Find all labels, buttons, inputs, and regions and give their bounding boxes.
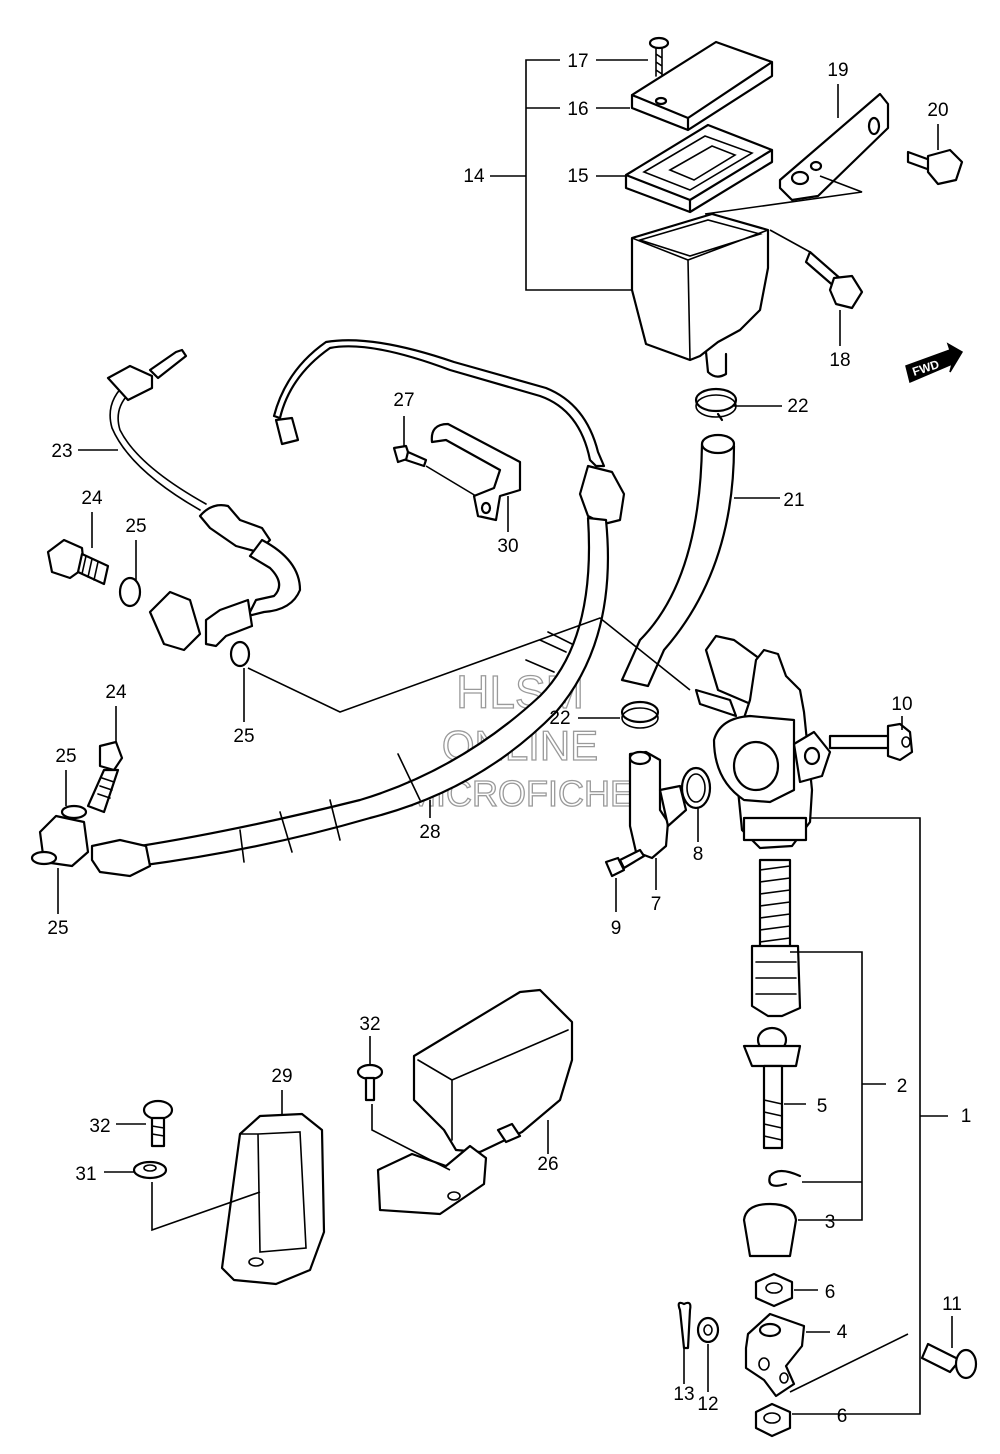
callout-22-lower: 22: [549, 708, 570, 729]
callout-32-lower: 32: [89, 1116, 110, 1137]
bolt-18: [804, 250, 864, 310]
callout-23: 23: [51, 441, 72, 462]
callout-30: 30: [497, 536, 518, 557]
callout-17: 17: [567, 51, 588, 72]
callout-8: 8: [693, 844, 704, 865]
callout-labels: 1 2 3 4 5 6 6 7 8 9 10 11 12 13 14 15 16…: [47, 51, 971, 1427]
washer-12: [696, 1316, 720, 1344]
callout-18: 18: [829, 350, 850, 371]
callout-2: 2: [897, 1076, 908, 1097]
hose-clamp-30: [430, 422, 522, 522]
hose-28-lower-fitting: [38, 814, 152, 878]
callout-7: 7: [651, 894, 662, 915]
bolt-20: [906, 148, 964, 186]
cotter-pin-13: [677, 1301, 692, 1350]
forward-direction-marker: FWD: [905, 342, 964, 384]
callout-22-upper: 22: [787, 396, 808, 417]
nut-6-lower: [754, 1402, 792, 1438]
reservoir-assembly: [624, 36, 964, 378]
hose-connector-7: [628, 750, 688, 860]
callout-28: 28: [419, 822, 440, 843]
guard-26: [376, 988, 574, 1216]
callout-20: 20: [927, 100, 948, 121]
callout-6-upper: 6: [825, 1282, 836, 1303]
bolt-24-lower: [86, 740, 124, 814]
callout-26: 26: [537, 1154, 558, 1175]
callout-1: 1: [961, 1106, 972, 1127]
washer-25-a: [118, 576, 142, 608]
callout-25-a: 25: [125, 516, 146, 537]
washer-25-d: [30, 850, 58, 866]
callout-13: 13: [673, 1384, 694, 1405]
callout-27: 27: [393, 390, 414, 411]
callout-21: 21: [783, 490, 804, 511]
nut-6-upper: [754, 1272, 794, 1308]
callout-24-lower: 24: [105, 682, 127, 703]
callout-25-c: 25: [55, 746, 76, 767]
callout-25-b: 25: [233, 726, 254, 747]
piston-set-2: [742, 858, 802, 1258]
callout-6-lower: 6: [837, 1406, 848, 1427]
master-cylinder-1: [694, 634, 832, 850]
callout-5: 5: [817, 1096, 828, 1117]
bolt-27: [392, 444, 428, 468]
brake-hose-23: [106, 348, 302, 652]
callout-10: 10: [891, 694, 912, 715]
washer-31: [132, 1160, 168, 1180]
callout-15: 15: [567, 166, 588, 187]
reservoir-cap-16: [630, 40, 774, 132]
clamp-22-lower: [620, 700, 660, 729]
callout-24-upper: 24: [81, 488, 103, 509]
callout-25-d: 25: [47, 918, 68, 939]
clamp-22-upper: [694, 387, 738, 422]
bolt-10: [828, 722, 914, 762]
screw-32-upper: [356, 1063, 384, 1102]
guard-29: [220, 1112, 326, 1286]
callout-4: 4: [837, 1322, 848, 1343]
washer-25-b: [229, 640, 251, 668]
bolt-24-upper: [46, 538, 110, 586]
washer-25-c: [60, 804, 88, 820]
screw-32-lower: [142, 1099, 174, 1148]
callout-11: 11: [942, 1294, 962, 1315]
callout-16: 16: [567, 99, 588, 120]
clevis-pin-11: [920, 1342, 978, 1380]
callout-12: 12: [697, 1394, 718, 1415]
screw-17: [648, 36, 670, 77]
leader-lines: [57, 59, 953, 1415]
screw-9: [604, 848, 646, 878]
callout-14: 14: [463, 166, 485, 187]
callout-3: 3: [825, 1212, 836, 1233]
callout-29: 29: [271, 1066, 292, 1087]
diaphragm-15: [624, 123, 774, 214]
brake-hose-28: [136, 339, 626, 868]
clevis-4: [744, 1312, 806, 1398]
reservoir-hose-21: [620, 442, 736, 688]
callout-19: 19: [827, 60, 848, 81]
callout-31: 31: [75, 1164, 96, 1185]
callout-9: 9: [611, 918, 622, 939]
callout-32-upper: 32: [359, 1014, 380, 1035]
